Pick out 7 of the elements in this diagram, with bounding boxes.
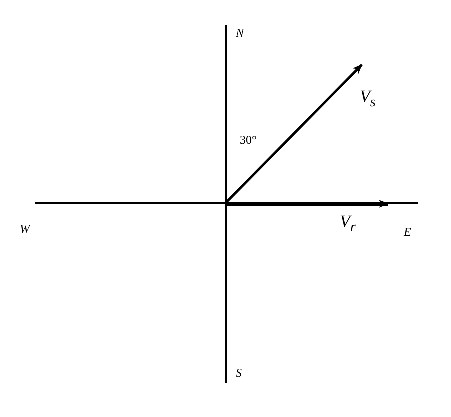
compass-label: W [20, 223, 30, 235]
angle-label: 30° [240, 134, 257, 146]
compass-label: N [236, 27, 244, 39]
compass-label: S [236, 367, 242, 379]
compass-label: E [404, 226, 412, 238]
vector-label: V$_{s}$ [360, 88, 376, 110]
vector-label: V$_{r}$ [340, 213, 356, 235]
